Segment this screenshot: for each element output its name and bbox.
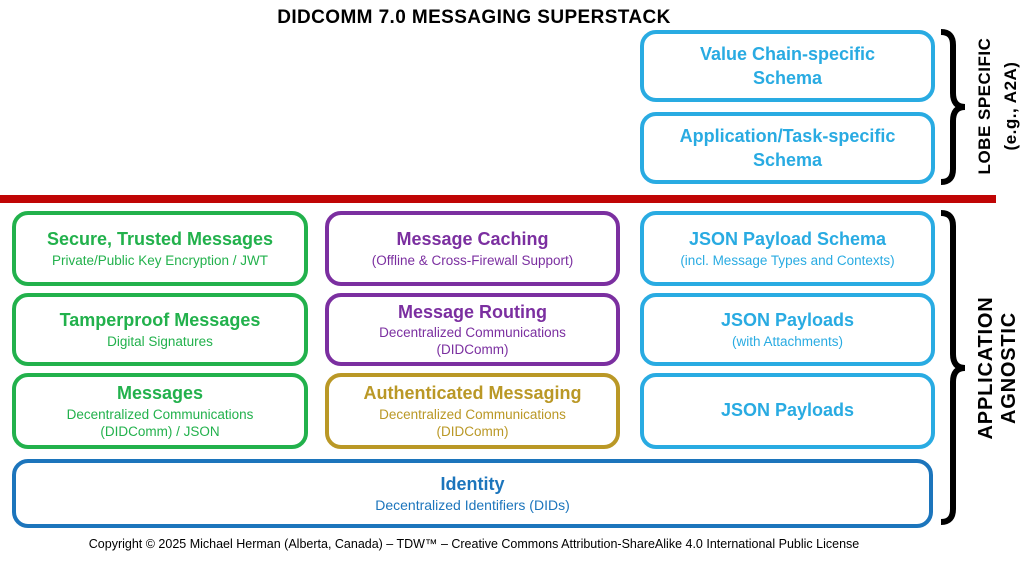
box-identity: Identity Decentralized Identifiers (DIDs…	[12, 459, 933, 528]
box-subtitle: (incl. Message Types and Contexts)	[680, 252, 895, 268]
box-messages: Messages Decentralized Communications (D…	[12, 373, 308, 449]
lobe-specific-label: LOBE SPECIFIC (e.g., A2A)	[975, 37, 1021, 175]
box-title: JSON Payload Schema	[688, 229, 887, 250]
box-json-payload-schema: JSON Payload Schema (incl. Message Types…	[640, 211, 935, 286]
box-subtitle: Decentralized Communications (DIDComm) /…	[66, 406, 254, 439]
lobe-specific-bracket	[940, 29, 966, 185]
box-title: Identity	[440, 474, 505, 495]
box-title: Message Routing	[397, 301, 548, 322]
box-json-payloads-attachments: JSON Payloads (with Attachments)	[640, 293, 935, 366]
box-subtitle: Decentralized Identifiers (DIDs)	[375, 497, 570, 514]
box-authenticated-messaging: Authenticated Messaging Decentralized Co…	[325, 373, 620, 449]
box-title: Secure, Trusted Messages	[46, 229, 274, 250]
box-title: Authenticated Messaging	[363, 383, 582, 404]
box-subtitle: Decentralized Communications (DIDComm)	[379, 406, 566, 439]
box-title: Messages	[116, 383, 204, 404]
application-agnostic-label: APPLICATION AGNOSTIC	[975, 296, 1020, 440]
page-title: DIDCOMM 7.0 MESSAGING SUPERSTACK	[277, 7, 671, 28]
application-agnostic-bracket	[940, 210, 966, 525]
box-value-chain-specific-schema: Value Chain-specific Schema	[640, 30, 935, 102]
box-message-routing: Message Routing Decentralized Communicat…	[325, 293, 620, 366]
box-title: JSON Payloads	[720, 400, 855, 421]
box-subtitle: Private/Public Key Encryption / JWT	[51, 252, 269, 268]
box-title: Tamperproof Messages	[59, 310, 261, 331]
box-title: Application/Task-specific Schema	[679, 125, 896, 170]
box-title: Message Caching	[396, 229, 549, 250]
box-secure-trusted-messages: Secure, Trusted Messages Private/Public …	[12, 211, 308, 286]
box-application-task-specific-schema: Application/Task-specific Schema	[640, 112, 935, 184]
box-title: Value Chain-specific Schema	[699, 43, 876, 88]
box-subtitle: Decentralized Communications (DIDComm)	[379, 325, 566, 358]
box-subtitle: Digital Signatures	[107, 333, 213, 349]
box-title: JSON Payloads	[720, 310, 855, 331]
box-message-caching: Message Caching (Offline & Cross-Firewal…	[325, 211, 620, 286]
box-subtitle: (Offline & Cross-Firewall Support)	[371, 252, 574, 268]
box-json-payloads: JSON Payloads	[640, 373, 935, 449]
divider-line	[0, 195, 996, 203]
copyright-text: Copyright © 2025 Michael Herman (Alberta…	[88, 537, 860, 551]
box-subtitle: (with Attachments)	[731, 333, 844, 349]
box-tamperproof-messages: Tamperproof Messages Digital Signatures	[12, 293, 308, 366]
